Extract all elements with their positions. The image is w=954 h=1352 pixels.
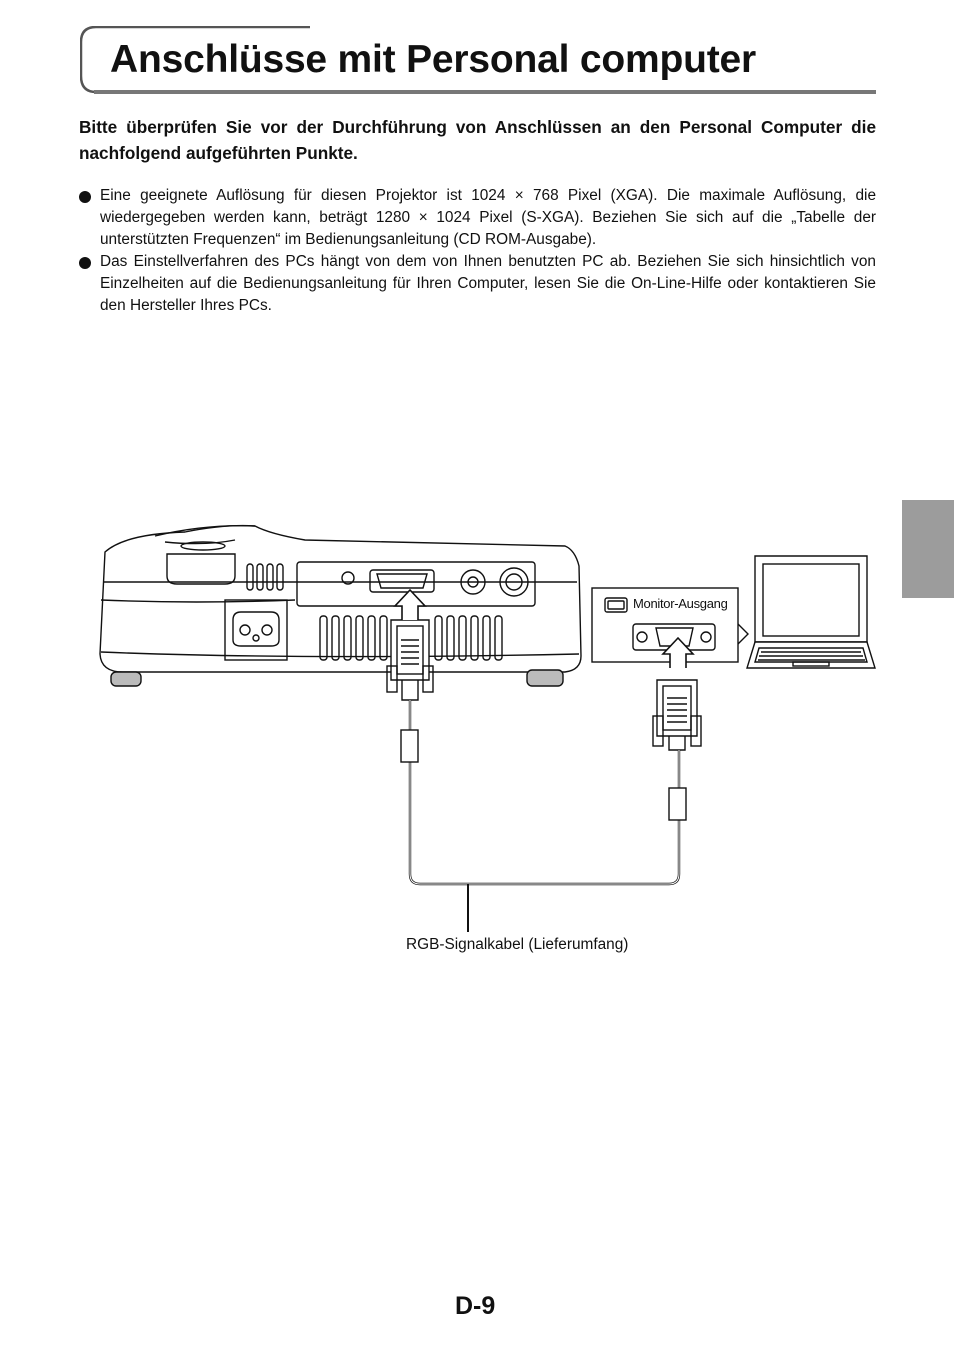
page-title: Anschlüsse mit Personal computer (110, 38, 756, 81)
bullet-text: Das Einstellverfahren des PCs hängt von … (100, 253, 876, 314)
title-frame (80, 26, 876, 94)
projector-illustration (99, 524, 582, 687)
list-item: Eine geeignete Auflösung für diesen Proj… (79, 185, 876, 251)
bullet-icon (79, 191, 91, 203)
monitor-output-label: Monitor-Ausgang (633, 596, 728, 611)
page-number: D-9 (455, 1292, 496, 1320)
connection-diagram (99, 524, 876, 932)
section-tab-marker (902, 500, 954, 598)
intro-paragraph: Bitte überprüfen Sie vor der Durchführun… (79, 117, 876, 163)
cable-label: RGB-Signalkabel (Lieferumfang) (406, 936, 629, 953)
bullet-list: Eine geeignete Auflösung für diesen Proj… (79, 185, 876, 317)
bullet-icon (79, 257, 91, 269)
bullet-text: Eine geeignete Auflösung für diesen Proj… (100, 187, 876, 248)
laptop-illustration (746, 555, 876, 669)
list-item: Das Einstellverfahren des PCs hängt von … (79, 251, 876, 317)
cable-plug-projector (386, 619, 434, 701)
cable-plug-computer (652, 679, 702, 751)
